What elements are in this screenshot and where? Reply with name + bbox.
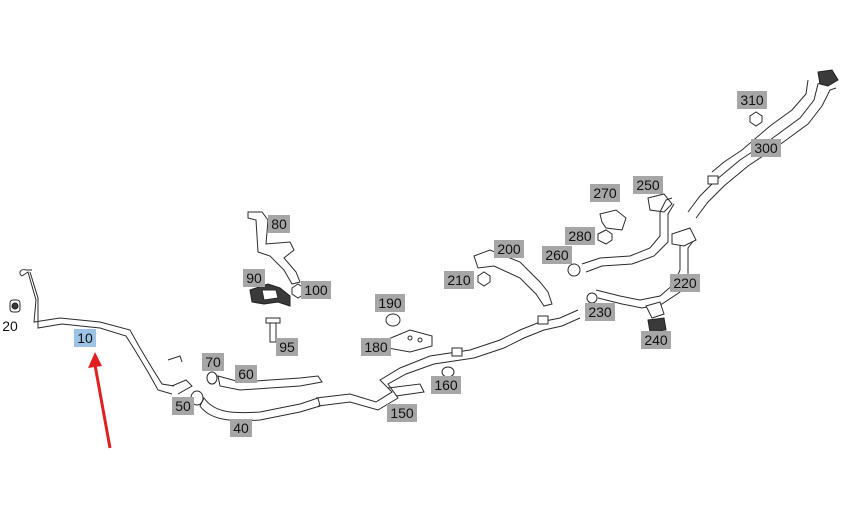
callout-160[interactable]: 160 bbox=[431, 376, 461, 394]
callout-box bbox=[243, 269, 265, 287]
callout-95[interactable]: 95 bbox=[276, 338, 298, 356]
callout-210[interactable]: 210 bbox=[444, 271, 474, 289]
callout-number: 300 bbox=[754, 140, 778, 156]
callout-box bbox=[268, 215, 290, 233]
callout-number: 200 bbox=[497, 241, 521, 257]
pipe-assembly bbox=[9, 69, 839, 422]
callout-number: 10 bbox=[77, 330, 93, 346]
callout-60[interactable]: 60 bbox=[235, 365, 257, 383]
callout-box bbox=[387, 404, 417, 422]
callout-230[interactable]: 230 bbox=[585, 303, 615, 321]
callout-260[interactable]: 260 bbox=[542, 246, 572, 264]
callout-number: 80 bbox=[271, 216, 287, 232]
callout-200[interactable]: 200 bbox=[494, 240, 524, 258]
callout-box bbox=[235, 365, 257, 383]
callout-100[interactable]: 100 bbox=[301, 281, 331, 299]
callout-number: 60 bbox=[238, 366, 254, 382]
callout-190[interactable]: 190 bbox=[375, 294, 405, 312]
callout-box bbox=[590, 184, 620, 202]
callout-box bbox=[737, 91, 767, 109]
callout-box bbox=[361, 338, 391, 356]
callout-20[interactable]: 20 bbox=[2, 318, 18, 334]
callout-number: 100 bbox=[304, 282, 328, 298]
callout-box bbox=[172, 397, 194, 415]
callout-40[interactable]: 40 bbox=[230, 419, 252, 437]
callout-number: 40 bbox=[233, 420, 249, 436]
callout-box bbox=[565, 227, 595, 245]
callout-number: 180 bbox=[364, 339, 388, 355]
callout-box bbox=[641, 331, 671, 349]
callout-number: 280 bbox=[568, 228, 592, 244]
callout-number: 230 bbox=[588, 304, 612, 320]
callout-number: 190 bbox=[378, 295, 402, 311]
callout-box bbox=[444, 271, 474, 289]
callout-80[interactable]: 80 bbox=[268, 215, 290, 233]
callout-number: 220 bbox=[673, 275, 697, 291]
callout-300[interactable]: 300 bbox=[751, 139, 781, 157]
callout-50[interactable]: 50 bbox=[172, 397, 194, 415]
callout-box bbox=[585, 303, 615, 321]
callout-10[interactable]: 10 bbox=[74, 329, 96, 347]
callout-box bbox=[375, 294, 405, 312]
callout-280[interactable]: 280 bbox=[565, 227, 595, 245]
callout-box bbox=[301, 281, 331, 299]
callout-180[interactable]: 180 bbox=[361, 338, 391, 356]
callout-number: 210 bbox=[447, 272, 471, 288]
callout-box bbox=[74, 329, 96, 347]
callout-number: 270 bbox=[593, 185, 617, 201]
callout-box bbox=[751, 139, 781, 157]
callout-box bbox=[633, 176, 663, 194]
callout-labels: 20 10 50 70 60 40 80 90 100 95 190 180 160 150 210 200 2… bbox=[2, 91, 781, 437]
callout-box bbox=[670, 274, 700, 292]
callout-240[interactable]: 240 bbox=[641, 331, 671, 349]
callout-box bbox=[542, 246, 572, 264]
callout-number: 150 bbox=[390, 405, 414, 421]
callout-box bbox=[202, 353, 224, 371]
callout-box bbox=[494, 240, 524, 258]
callout-number: 260 bbox=[545, 247, 569, 263]
callout-box bbox=[230, 419, 252, 437]
callout-90[interactable]: 90 bbox=[243, 269, 265, 287]
callout-number: 240 bbox=[644, 332, 668, 348]
callout-150[interactable]: 150 bbox=[387, 404, 417, 422]
callout-number: 250 bbox=[636, 177, 660, 193]
callout-70[interactable]: 70 bbox=[202, 353, 224, 371]
callout-250[interactable]: 250 bbox=[633, 176, 663, 194]
callout-number: 310 bbox=[740, 92, 764, 108]
callout-number: 160 bbox=[434, 377, 458, 393]
callout-number: 20 bbox=[2, 318, 18, 334]
callout-270[interactable]: 270 bbox=[590, 184, 620, 202]
callout-310[interactable]: 310 bbox=[737, 91, 767, 109]
callout-number: 95 bbox=[279, 339, 295, 355]
callout-number: 70 bbox=[205, 354, 221, 370]
callout-number: 90 bbox=[246, 270, 262, 286]
selection-arrow bbox=[88, 352, 112, 449]
callout-box bbox=[431, 376, 461, 394]
callout-220[interactable]: 220 bbox=[670, 274, 700, 292]
callout-number: 50 bbox=[175, 398, 191, 414]
callout-box bbox=[276, 338, 298, 356]
